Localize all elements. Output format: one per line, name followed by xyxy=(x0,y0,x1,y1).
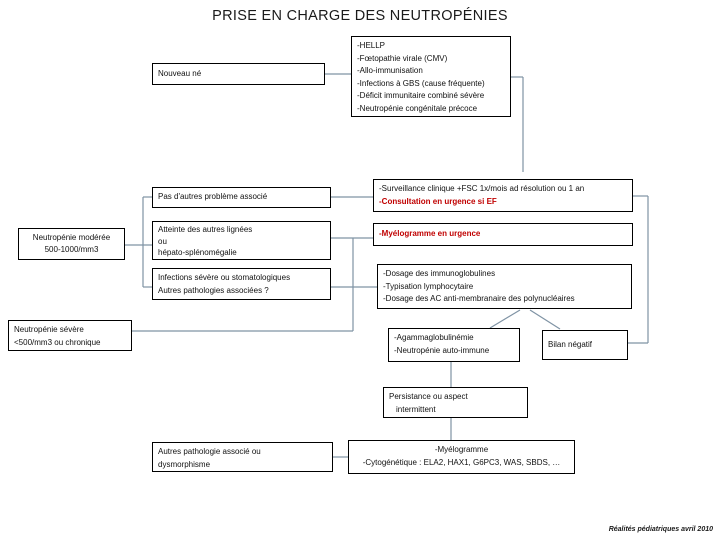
connector-dosage-bilan xyxy=(529,309,561,330)
page-title: PRISE EN CHARGE DES NEUTROPÉNIES xyxy=(212,8,508,24)
hellp-causes-box: -HELLP -Fœtopathie virale (CMV) -Allo-im… xyxy=(351,36,511,117)
box-line: dysmorphisme xyxy=(158,459,211,469)
neutropenie-moderee-box: Neutropénie modérée 500-1000/mm3 xyxy=(18,228,125,260)
nouveau-ne-box: Nouveau né xyxy=(152,63,325,85)
box-line: -Infections à GBS (cause fréquente) xyxy=(357,78,485,88)
agammaglobulinemie-box: -Agammaglobulinémie -Neutropénie auto-im… xyxy=(388,328,520,362)
box-line: Autres pathologies associées ? xyxy=(158,285,269,295)
box-line: -HELLP xyxy=(357,41,386,50)
box-line: -Dosage des AC anti-membranaire des poly… xyxy=(383,294,575,303)
box-line: -Neutropénie congénitale précoce xyxy=(357,103,478,113)
box-line: -Cytogénétique : ELA2, HAX1, G6PC3, WAS,… xyxy=(362,457,561,467)
myelogramme-cytogenetique-box: -Myélogramme -Cytogénétique : ELA2, HAX1… xyxy=(348,440,575,474)
connector-dosage-agamma xyxy=(489,309,521,329)
box-line: Pas d'autres problème associé xyxy=(158,192,268,202)
box-line: Atteinte des autres lignées xyxy=(158,225,253,234)
box-line: hépato-splénomégalie xyxy=(158,248,237,257)
neutropenie-severe-box: Neutropénie sévère <500/mm3 ou chronique xyxy=(8,320,132,351)
box-line: Neutropénie modérée xyxy=(32,232,111,242)
box-line: Bilan négatif xyxy=(548,339,593,349)
box-line: -Agammaglobulinémie xyxy=(394,333,474,342)
box-line: Neutropénie sévère xyxy=(14,325,84,334)
box-line-urgent: -Consultation en urgence si EF xyxy=(379,196,497,206)
box-line: -Surveillance clinique +FSC 1x/mois ad r… xyxy=(379,184,585,193)
box-line: 500-1000/mm3 xyxy=(44,245,99,254)
box-line-urgent: -Myélogramme en urgence xyxy=(379,229,481,239)
atteinte-lignees-box: Atteinte des autres lignées ou hépato-sp… xyxy=(152,221,331,260)
source-credit: Réalités pédiatriques avril 2010 xyxy=(608,526,713,533)
bilan-negatif-box: Bilan négatif xyxy=(542,330,628,360)
box-line: -Typisation lymphocytaire xyxy=(383,281,474,291)
box-line: Persistance ou aspect xyxy=(389,392,468,401)
pas-probleme-box: Pas d'autres problème associé xyxy=(152,187,331,208)
persistance-box: Persistance ou aspect intermittent xyxy=(383,387,528,418)
box-line: Infections sévère ou stomatologiques xyxy=(158,273,291,282)
infections-severes-box: Infections sévère ou stomatologiques Aut… xyxy=(152,268,331,300)
box-line: intermittent xyxy=(396,404,436,414)
dosage-immuno-box: -Dosage des immunoglobulines -Typisation… xyxy=(377,264,632,309)
box-line: -Dosage des immunoglobulines xyxy=(383,269,496,278)
box-line: -Neutropénie auto-immune xyxy=(394,345,490,355)
box-line: -Allo-immunisation xyxy=(357,66,423,75)
autres-pathologie-box: Autres pathologie associé ou dysmorphism… xyxy=(152,442,333,472)
box-line: -Fœtopathie virale (CMV) xyxy=(357,53,448,63)
box-line: Nouveau né xyxy=(158,68,202,78)
box-line: <500/mm3 ou chronique xyxy=(14,337,101,347)
myelogramme-urgence-box: -Myélogramme en urgence xyxy=(373,223,633,246)
box-line: ou xyxy=(158,236,167,246)
box-line: -Déficit immunitaire combiné sévère xyxy=(357,91,485,100)
surveillance-box: -Surveillance clinique +FSC 1x/mois ad r… xyxy=(373,179,633,212)
box-line: -Myélogramme xyxy=(434,445,489,454)
box-line: Autres pathologie associé ou xyxy=(158,447,261,456)
